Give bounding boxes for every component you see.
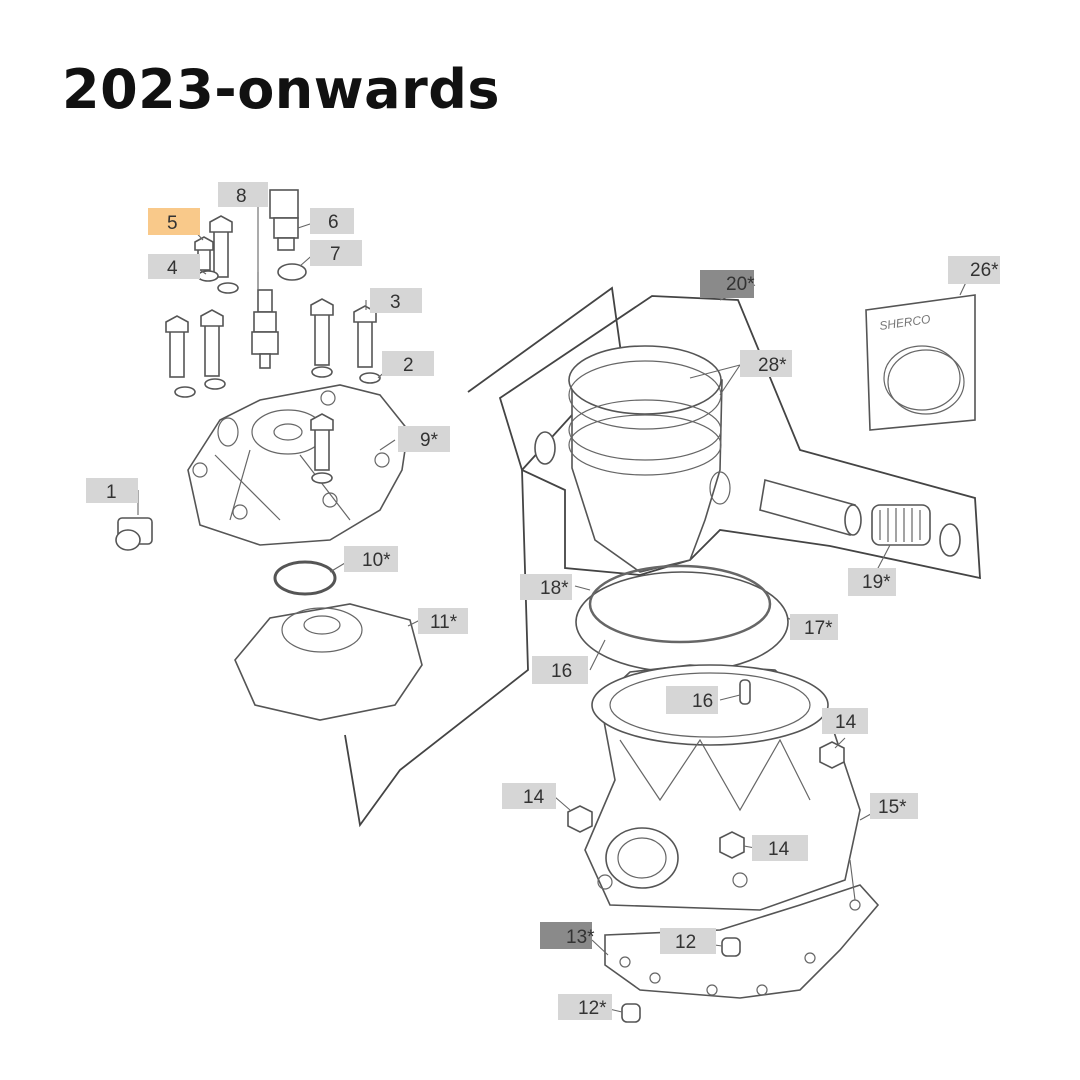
svg-text:14: 14 bbox=[768, 839, 790, 860]
callout-7: 7 bbox=[310, 240, 362, 266]
base-gasket bbox=[575, 571, 789, 673]
svg-text:12*: 12* bbox=[578, 998, 607, 1019]
svg-text:13*: 13* bbox=[566, 927, 595, 948]
piston bbox=[568, 345, 731, 573]
cylinder-head bbox=[187, 384, 409, 546]
svg-text:8: 8 bbox=[236, 186, 247, 207]
coolant-fitting bbox=[115, 517, 153, 551]
piston-kit-outline bbox=[498, 295, 981, 580]
callout-12: 12 bbox=[660, 928, 716, 954]
callout-9: 9* bbox=[398, 426, 450, 452]
callout-8: 8 bbox=[218, 182, 268, 207]
cylinder-dowel bbox=[721, 937, 741, 957]
svg-text:16: 16 bbox=[692, 691, 713, 712]
callout-14-center: 14 bbox=[752, 835, 808, 861]
svg-text:12: 12 bbox=[675, 932, 696, 953]
svg-text:11*: 11* bbox=[430, 612, 458, 633]
cylinder-dowel-lower bbox=[621, 1003, 641, 1023]
svg-text:2: 2 bbox=[403, 355, 414, 376]
callout-1: 1 bbox=[86, 478, 138, 503]
svg-text:6: 6 bbox=[328, 212, 339, 233]
temperature-sensor bbox=[269, 189, 299, 251]
svg-text:4: 4 bbox=[167, 258, 178, 279]
page-title: 2023-onwards bbox=[62, 58, 500, 121]
svg-text:10*: 10* bbox=[362, 550, 391, 571]
washers bbox=[174, 270, 381, 484]
svg-text:7: 7 bbox=[330, 244, 341, 265]
callout-3: 3 bbox=[370, 288, 422, 313]
callout-20: 20* bbox=[700, 270, 755, 298]
cylinder-nuts bbox=[567, 741, 845, 859]
callout-6: 6 bbox=[310, 208, 354, 234]
callout-11: 11* bbox=[418, 608, 468, 634]
svg-text:3: 3 bbox=[390, 292, 401, 313]
svg-text:14: 14 bbox=[523, 787, 545, 808]
piston-pin bbox=[759, 478, 862, 537]
callout-17: 17* bbox=[790, 614, 838, 640]
head-o-ring bbox=[273, 560, 337, 596]
cylinder-group-outline bbox=[344, 286, 623, 828]
callout-26: 26* bbox=[948, 256, 1000, 284]
callout-5: 5 bbox=[148, 208, 200, 235]
svg-text:18*: 18* bbox=[540, 578, 569, 599]
svg-text:17*: 17* bbox=[804, 618, 833, 639]
svg-text:9*: 9* bbox=[420, 430, 439, 451]
callout-13: 13* bbox=[540, 922, 595, 949]
callout-14-right: 14 bbox=[822, 708, 868, 734]
callout-19: 19* bbox=[848, 568, 896, 596]
dowel-pin bbox=[739, 679, 751, 705]
callout-2: 2 bbox=[382, 351, 434, 376]
svg-text:19*: 19* bbox=[862, 572, 891, 593]
piston-clips bbox=[534, 431, 961, 557]
combustion-chamber-insert bbox=[234, 603, 423, 721]
svg-text:15*: 15* bbox=[878, 797, 907, 818]
sensor-seal-ring bbox=[277, 263, 307, 281]
callout-10: 10* bbox=[344, 546, 398, 572]
callout-12-star: 12* bbox=[558, 994, 612, 1020]
piston-ring-kit-bag: SHERCO bbox=[865, 294, 976, 431]
svg-text:1: 1 bbox=[106, 482, 117, 503]
svg-text:14: 14 bbox=[835, 712, 857, 733]
svg-text:26*: 26* bbox=[970, 260, 999, 281]
callout-16-center: 16 bbox=[666, 686, 718, 714]
svg-text:16: 16 bbox=[551, 661, 572, 682]
callout-15: 15* bbox=[870, 793, 918, 819]
svg-text:28*: 28* bbox=[758, 355, 787, 376]
callout-4: 4 bbox=[148, 254, 200, 279]
cylinder bbox=[584, 664, 861, 911]
callout-18: 18* bbox=[520, 574, 572, 600]
head-bolts bbox=[165, 215, 377, 471]
cylinder-base-gasket bbox=[604, 884, 880, 999]
base-gasket-holes bbox=[619, 899, 861, 996]
svg-text:20*: 20* bbox=[726, 274, 755, 295]
callout-14-left: 14 bbox=[502, 783, 556, 809]
callout-16-left: 16 bbox=[532, 656, 588, 684]
needle-bearing bbox=[871, 504, 931, 546]
svg-text:5: 5 bbox=[167, 213, 178, 234]
cylinder-o-ring bbox=[588, 564, 772, 644]
callout-28: 28* bbox=[740, 350, 792, 377]
spark-plug bbox=[251, 272, 279, 369]
